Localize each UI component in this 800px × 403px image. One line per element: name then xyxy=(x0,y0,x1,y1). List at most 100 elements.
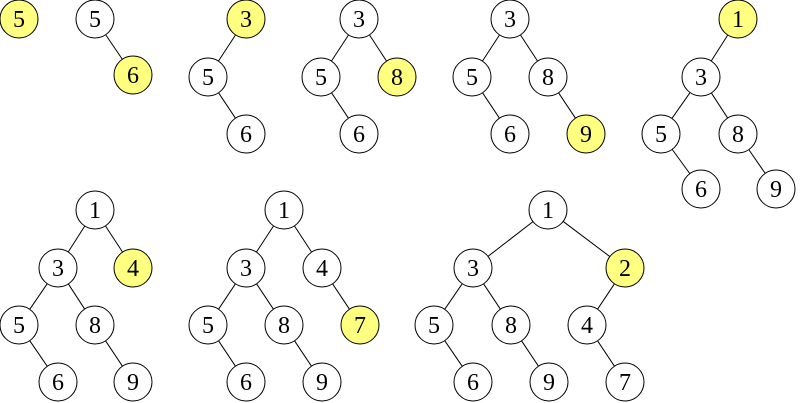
edge-3-5 xyxy=(671,92,691,119)
edge-5-6 xyxy=(218,92,236,119)
node-circle xyxy=(453,248,493,288)
node-circle-highlighted xyxy=(718,0,758,39)
node-circle xyxy=(490,114,530,154)
node-circle xyxy=(681,169,721,209)
node-label: 3 xyxy=(504,7,516,33)
node-label: 3 xyxy=(240,256,252,282)
tree-node-6: 6 xyxy=(38,362,78,402)
node-label: 3 xyxy=(467,256,479,282)
edge-3-8 xyxy=(483,283,501,310)
tree-node-9: 9 xyxy=(756,169,796,209)
node-circle-highlighted xyxy=(566,114,606,154)
node-label: 5 xyxy=(13,7,25,33)
tree-node-6: 6 xyxy=(113,55,153,95)
tree-node-4: 4 xyxy=(567,305,607,345)
node-circle xyxy=(491,305,531,345)
node-circle xyxy=(452,57,492,97)
tree-node-5: 5 xyxy=(0,0,39,39)
node-label: 6 xyxy=(127,63,139,89)
node-label: 1 xyxy=(732,7,744,33)
tree-node-9: 9 xyxy=(529,362,569,402)
node-label: 6 xyxy=(240,370,252,396)
node-circle-highlighted xyxy=(605,248,645,288)
edge-8-9 xyxy=(748,149,766,174)
edge-4-7 xyxy=(597,340,615,367)
node-label: 2 xyxy=(619,256,631,282)
tree-node-3: 3 xyxy=(453,248,493,288)
tree-node-6: 6 xyxy=(681,169,721,209)
node-circle xyxy=(226,248,266,288)
edge-3-5 xyxy=(217,34,237,62)
node-label: 3 xyxy=(52,256,64,282)
node-label: 6 xyxy=(240,122,252,148)
tree-node-9: 9 xyxy=(302,362,342,402)
node-label: 8 xyxy=(505,313,517,339)
tree-node-2: 2 xyxy=(605,248,645,288)
edge-1-4 xyxy=(293,225,313,253)
tree-node-5: 5 xyxy=(301,57,341,97)
edge-3-5 xyxy=(444,283,463,310)
edge-3-5 xyxy=(481,34,501,62)
tree-node-3: 3 xyxy=(490,0,530,39)
tree-node-7: 7 xyxy=(340,305,380,345)
node-circle xyxy=(490,0,530,39)
edge-8-9 xyxy=(558,92,576,119)
tree-node-6: 6 xyxy=(226,362,266,402)
node-circle xyxy=(756,169,796,209)
node-circle-highlighted xyxy=(113,55,153,95)
tree-node-8: 8 xyxy=(264,305,304,345)
tree-node-4: 4 xyxy=(113,248,153,288)
node-label: 9 xyxy=(316,370,328,396)
node-circle xyxy=(605,362,645,402)
tree-node-8: 8 xyxy=(718,114,758,154)
tree-node-1: 1 xyxy=(718,0,758,39)
node-circle xyxy=(302,248,342,288)
edge-8-9 xyxy=(105,340,123,367)
tree-node-7: 7 xyxy=(605,362,645,402)
node-label: 3 xyxy=(695,65,707,91)
edge-4-7 xyxy=(332,283,350,310)
node-label: 9 xyxy=(127,370,139,396)
edge-3-8 xyxy=(67,283,86,310)
node-circle xyxy=(75,190,115,230)
tree-node-6: 6 xyxy=(226,114,266,154)
node-circle xyxy=(264,190,304,230)
edge-1-3 xyxy=(255,225,275,253)
edge-1-3 xyxy=(710,34,729,62)
node-label: 7 xyxy=(354,313,366,339)
tree-node-8: 8 xyxy=(528,57,568,97)
tree-node-8: 8 xyxy=(377,57,417,97)
node-circle xyxy=(567,305,607,345)
edge-1-2 xyxy=(562,221,611,257)
node-circle-highlighted xyxy=(340,305,380,345)
tree-node-3: 3 xyxy=(339,0,379,39)
node-circle xyxy=(529,362,569,402)
tree-node-9: 9 xyxy=(566,114,606,154)
tree-node-8: 8 xyxy=(75,305,115,345)
node-label: 6 xyxy=(353,122,365,148)
node-circle xyxy=(0,305,39,345)
node-label: 6 xyxy=(504,122,516,148)
node-label: 9 xyxy=(580,122,592,148)
tree-node-3: 3 xyxy=(226,248,266,288)
tree-node-4: 4 xyxy=(302,248,342,288)
node-circle-highlighted xyxy=(0,0,39,39)
edge-1-3 xyxy=(67,225,86,253)
node-circle xyxy=(38,362,78,402)
tree-node-6: 6 xyxy=(490,114,530,154)
node-label: 5 xyxy=(202,65,214,91)
node-label: 5 xyxy=(89,7,101,33)
node-circle xyxy=(226,114,266,154)
tree-node-5: 5 xyxy=(414,305,454,345)
tree-node-5: 5 xyxy=(188,305,228,345)
node-circle xyxy=(681,57,721,97)
node-circle xyxy=(528,57,568,97)
node-circle xyxy=(226,362,266,402)
node-circle-highlighted xyxy=(226,0,266,39)
node-label: 5 xyxy=(428,313,440,339)
node-label: 8 xyxy=(732,122,744,148)
node-label: 1 xyxy=(278,198,290,224)
node-circle-highlighted xyxy=(113,248,153,288)
